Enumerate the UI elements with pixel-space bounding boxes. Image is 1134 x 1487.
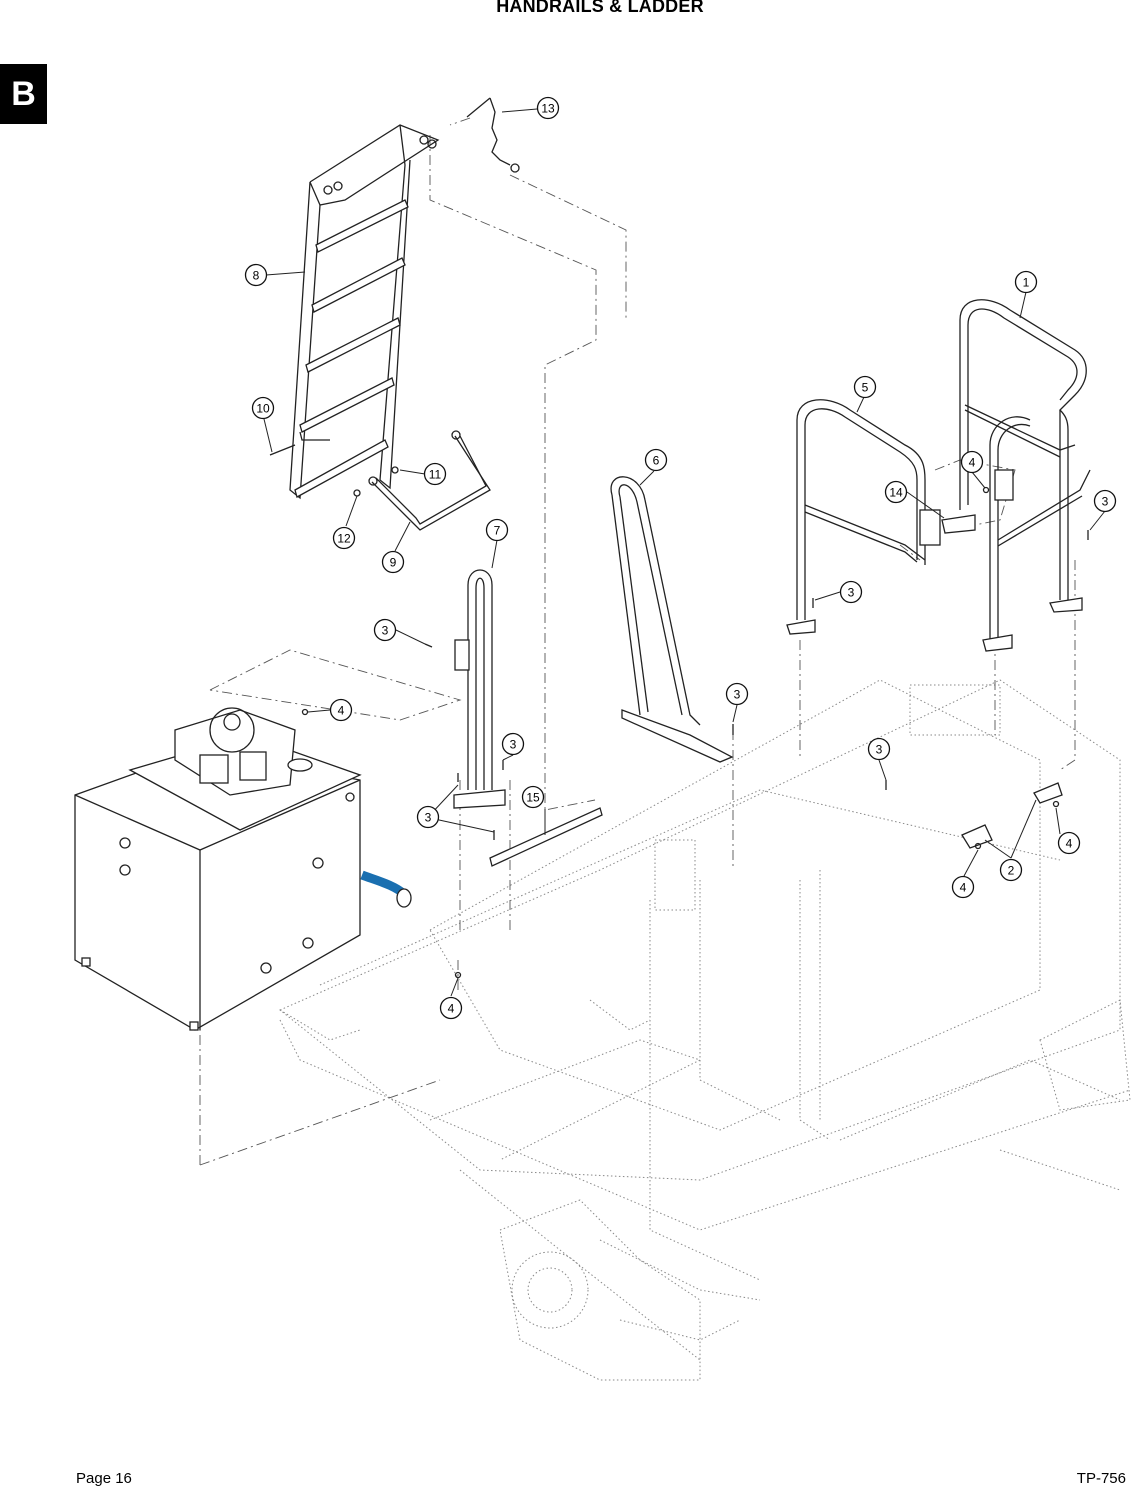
callout-c10: 10: [251, 396, 275, 420]
screws: [424, 530, 1089, 840]
callout-label: 15: [526, 791, 540, 805]
callout-label: 3: [848, 586, 855, 600]
mounting-brackets: [301, 486, 1063, 979]
callout-label: 5: [862, 381, 869, 395]
callout-balloon: [853, 375, 877, 399]
chassis-frame: [279, 679, 1131, 1381]
callout-c8: 8: [244, 263, 268, 287]
callout-balloon: [1014, 270, 1038, 294]
callout-label: 13: [541, 102, 555, 116]
callout-c4c: 4: [1057, 831, 1081, 855]
callout-c4d: 4: [951, 875, 975, 899]
callout-balloon: [536, 96, 560, 120]
callout-balloon: [373, 618, 397, 642]
callout-c4a: 4: [960, 450, 984, 474]
callout-c3b: 3: [373, 618, 397, 642]
callout-balloon: [999, 858, 1023, 882]
callout-balloon: [485, 518, 509, 542]
callout-balloon: [867, 737, 891, 761]
callout-c14: 14: [884, 480, 908, 504]
callout-label: 8: [253, 269, 260, 283]
callout-balloon: [244, 263, 268, 287]
callout-c6: 6: [644, 448, 668, 472]
callout-balloon: [521, 785, 545, 809]
assembly-lines: [199, 117, 1076, 1166]
hydraulic-tank: [74, 707, 412, 1031]
callout-label: 9: [390, 556, 397, 570]
callout-balloon: [329, 698, 353, 722]
callout-label: 4: [448, 1002, 455, 1016]
callout-label: 7: [494, 524, 501, 538]
callout-label: 10: [256, 402, 270, 416]
callout-c3e: 3: [725, 682, 749, 706]
callout-balloon: [332, 526, 356, 550]
callout-balloon: [725, 682, 749, 706]
callout-c13: 13: [536, 96, 560, 120]
callout-balloon: [416, 805, 440, 829]
callout-balloon: [423, 462, 447, 486]
callout-label: 4: [1066, 837, 1073, 851]
document-code: TP-756: [1076, 1470, 1126, 1487]
callout-label: 4: [960, 881, 967, 895]
handrail-1: [919, 299, 1091, 652]
support-bracket: [269, 430, 491, 531]
callout-label: 11: [429, 468, 442, 482]
callout-c3f: 3: [867, 737, 891, 761]
leader-lines: [263, 108, 1106, 997]
callout-c3c: 3: [501, 732, 525, 756]
callout-balloon: [381, 550, 405, 574]
section-tab: B: [0, 64, 47, 124]
callout-label: 3: [382, 624, 389, 638]
callout-label: 2: [1008, 864, 1015, 878]
callout-c15: 15: [521, 785, 545, 809]
callout-label: 3: [425, 811, 432, 825]
callout-c3a: 3: [1093, 489, 1117, 513]
callout-c5: 5: [853, 375, 877, 399]
page-title: HANDRAILS & LADDER: [496, 0, 704, 16]
callout-label: 1: [1023, 276, 1030, 290]
callout-c4e: 4: [439, 996, 463, 1020]
callout-balloon: [839, 580, 863, 604]
callout-c12: 12: [332, 526, 356, 550]
handrail-5: [786, 399, 926, 635]
callout-c3g: 3: [416, 805, 440, 829]
handrail-6: [610, 476, 734, 763]
callout-c3d: 3: [839, 580, 863, 604]
callout-balloon: [501, 732, 525, 756]
callout-balloon: [951, 875, 975, 899]
callout-c1: 1: [1014, 270, 1038, 294]
callout-balloon: [644, 448, 668, 472]
callout-balloon: [960, 450, 984, 474]
callout-label: 6: [653, 454, 660, 468]
callout-label: 3: [1102, 495, 1109, 509]
callout-balloon: [1057, 831, 1081, 855]
ladder: [289, 124, 440, 500]
callout-c7: 7: [485, 518, 509, 542]
callout-balloon: [1093, 489, 1117, 513]
chain-and-pin: [466, 97, 520, 173]
callout-c11: 11: [423, 462, 447, 486]
callout-label: 14: [889, 486, 903, 500]
callout-balloon: [884, 480, 908, 504]
callout-c4b: 4: [329, 698, 353, 722]
callout-label: 4: [338, 704, 345, 718]
callout-label: 3: [734, 688, 741, 702]
callout-label: 3: [876, 743, 883, 757]
callout-c9: 9: [381, 550, 405, 574]
callout-c2: 2: [999, 858, 1023, 882]
callout-label: 4: [969, 456, 976, 470]
page-number: Page 16: [76, 1470, 132, 1487]
callout-balloon: [251, 396, 275, 420]
callout-label: 3: [510, 738, 517, 752]
callout-balloon: [439, 996, 463, 1020]
handrail-7: [453, 569, 603, 867]
callout-label: 12: [337, 532, 351, 546]
